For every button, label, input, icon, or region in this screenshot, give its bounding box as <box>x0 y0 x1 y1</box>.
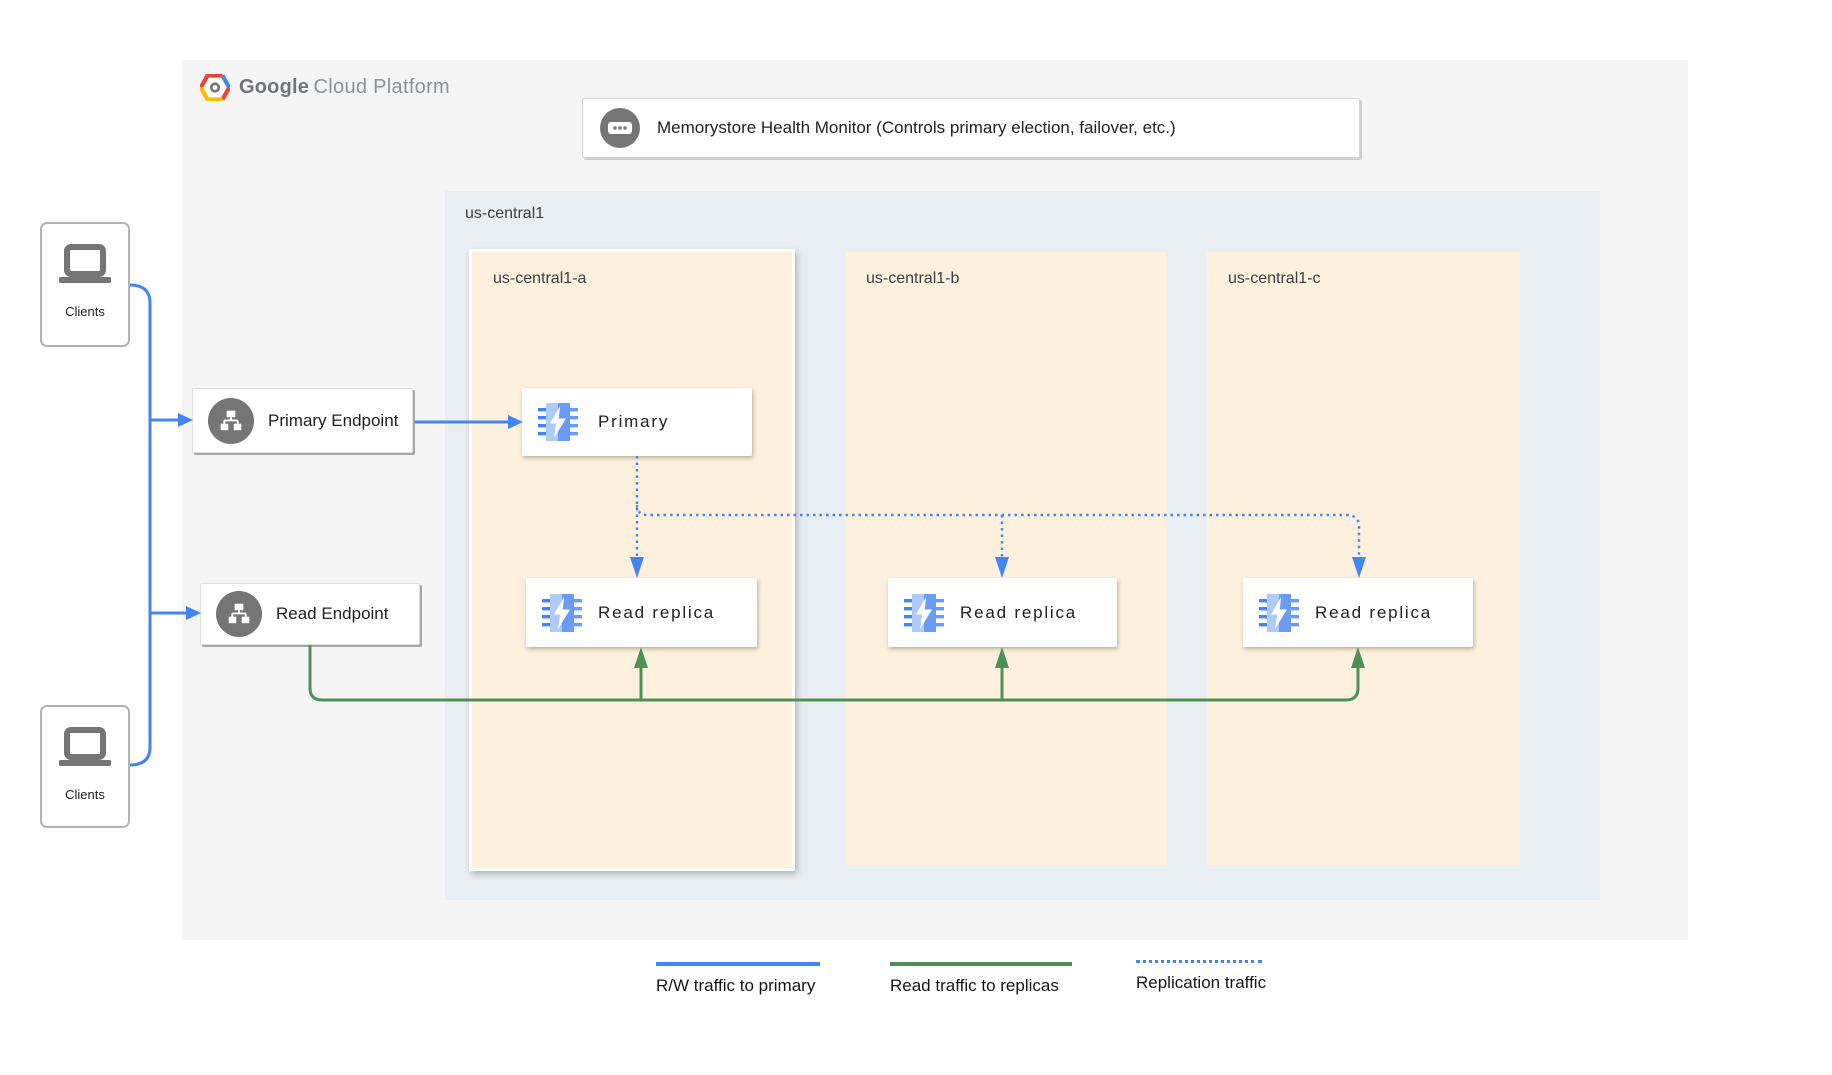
legend-swatch-green-solid <box>890 962 1072 966</box>
read-replica-label: Read replica <box>1315 602 1433 622</box>
memorystore-chip-icon <box>542 593 582 633</box>
legend-item-read-traffic: Read traffic to replicas <box>890 962 1072 996</box>
clients-label: Clients <box>65 787 105 802</box>
gcp-hexagon-icon <box>200 74 230 101</box>
legend-item-replication-traffic: Replication traffic <box>1136 960 1266 993</box>
zone-b-label: us-central1-b <box>866 270 960 287</box>
clients-label: Clients <box>65 304 105 319</box>
region-label: us-central1 <box>465 205 545 222</box>
primary-endpoint-label: Primary Endpoint <box>268 410 399 430</box>
zone-us-central1-b: us-central1-b <box>845 252 1167 865</box>
clients-box-top: Clients <box>40 222 130 347</box>
memorystore-monitor-icon <box>600 108 640 148</box>
clients-box-bottom: Clients <box>40 705 130 828</box>
network-endpoint-icon <box>208 397 254 444</box>
legend-item-rw-traffic: R/W traffic to primary <box>656 962 820 996</box>
health-monitor-label: Memorystore Health Monitor (Controls pri… <box>657 118 1176 137</box>
read-endpoint-label: Read Endpoint <box>276 604 389 623</box>
read-replica-node-b: Read replica <box>888 578 1117 647</box>
zone-a-label: us-central1-a <box>493 270 587 287</box>
legend-label: Read traffic to replicas <box>890 976 1059 995</box>
logo-brand-text: Google <box>239 76 310 98</box>
network-endpoint-icon <box>216 591 262 637</box>
read-endpoint-box: Read Endpoint <box>200 583 420 645</box>
legend-swatch-blue-dotted <box>1136 960 1262 963</box>
read-replica-label: Read replica <box>598 602 716 622</box>
zone-c-label: us-central1-c <box>1228 270 1321 287</box>
laptop-icon <box>56 727 114 771</box>
laptop-icon <box>56 244 114 288</box>
primary-node-label: Primary <box>598 412 670 431</box>
gcp-logo: Google Cloud Platform <box>200 74 450 101</box>
legend-label: R/W traffic to primary <box>656 976 816 995</box>
legend-label: Replication traffic <box>1136 973 1267 992</box>
zone-us-central1-c: us-central1-c <box>1207 252 1520 865</box>
memorystore-chip-icon <box>904 593 944 633</box>
primary-endpoint-box: Primary Endpoint <box>192 388 413 453</box>
logo-product-text: Cloud Platform <box>313 76 451 98</box>
read-replica-label: Read replica <box>960 602 1078 622</box>
legend-swatch-blue-solid <box>656 962 820 966</box>
read-replica-node-c: Read replica <box>1243 578 1473 647</box>
primary-node: Primary <box>522 388 752 456</box>
health-monitor-box: Memorystore Health Monitor (Controls pri… <box>582 98 1360 158</box>
memorystore-chip-icon <box>538 402 578 442</box>
memorystore-chip-icon <box>1259 593 1299 633</box>
zone-us-central1-a: us-central1-a <box>469 249 795 871</box>
read-replica-node-a: Read replica <box>526 578 757 647</box>
